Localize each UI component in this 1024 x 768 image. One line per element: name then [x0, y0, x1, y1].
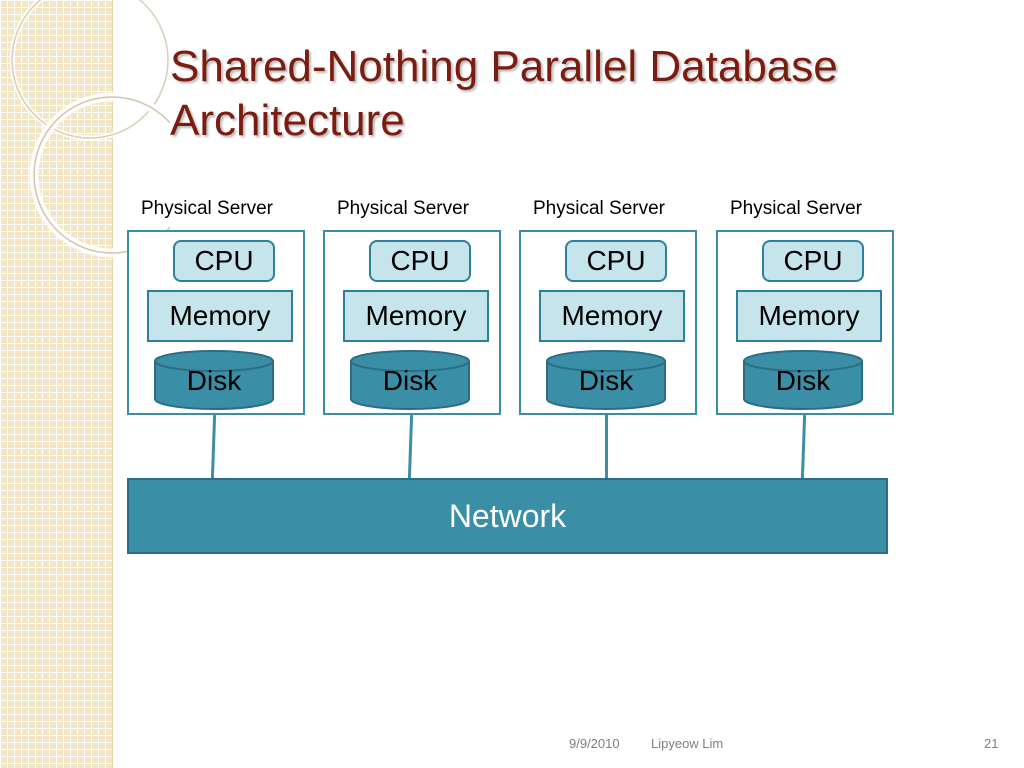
- disk-cylinder-icon: [350, 350, 470, 410]
- server-label: Physical Server: [730, 198, 862, 219]
- physical-server-1: CPU Memory Disk: [127, 230, 305, 415]
- disk-cylinder-icon: [546, 350, 666, 410]
- server-network-connector: [210, 414, 217, 480]
- physical-server-3: CPU Memory Disk: [519, 230, 697, 415]
- disk-label: Disk: [186, 365, 242, 396]
- network-bar: Network: [127, 478, 888, 554]
- slide-title-line-1: Shared-Nothing Parallel Database: [170, 42, 838, 91]
- physical-server-4: CPU Memory Disk: [716, 230, 894, 415]
- memory-box: Memory: [343, 290, 489, 342]
- disk-label: Disk: [775, 365, 831, 396]
- disk-cylinder-icon: [154, 350, 274, 410]
- server-network-connector: [407, 414, 414, 480]
- disk-label: Disk: [382, 365, 438, 396]
- disk-label: Disk: [578, 365, 634, 396]
- server-label: Physical Server: [337, 198, 469, 219]
- server-label: Physical Server: [141, 198, 273, 219]
- decorative-rings: [9, 0, 170, 258]
- slide-title: Shared-Nothing Parallel Database Archite…: [170, 40, 990, 148]
- cpu-box: CPU: [173, 240, 275, 282]
- footer-page-number: 21: [984, 736, 999, 751]
- memory-box: Memory: [147, 290, 293, 342]
- server-network-connector: [800, 414, 807, 480]
- physical-server-2: CPU Memory Disk: [323, 230, 501, 415]
- footer-date: 9/9/2010: [569, 736, 620, 751]
- cpu-box: CPU: [565, 240, 667, 282]
- slide-title-line-2: Architecture: [170, 96, 405, 145]
- cpu-box: CPU: [369, 240, 471, 282]
- disk-cylinder: Disk: [153, 350, 275, 410]
- disk-cylinder: Disk: [545, 350, 667, 410]
- disk-cylinder-icon: [743, 350, 863, 410]
- server-network-connector: [605, 415, 608, 479]
- footer-author: Lipyeow Lim: [651, 736, 724, 751]
- memory-box: Memory: [736, 290, 882, 342]
- disk-cylinder: Disk: [349, 350, 471, 410]
- server-label: Physical Server: [533, 198, 665, 219]
- cpu-box: CPU: [762, 240, 864, 282]
- memory-box: Memory: [539, 290, 685, 342]
- disk-cylinder: Disk: [742, 350, 864, 410]
